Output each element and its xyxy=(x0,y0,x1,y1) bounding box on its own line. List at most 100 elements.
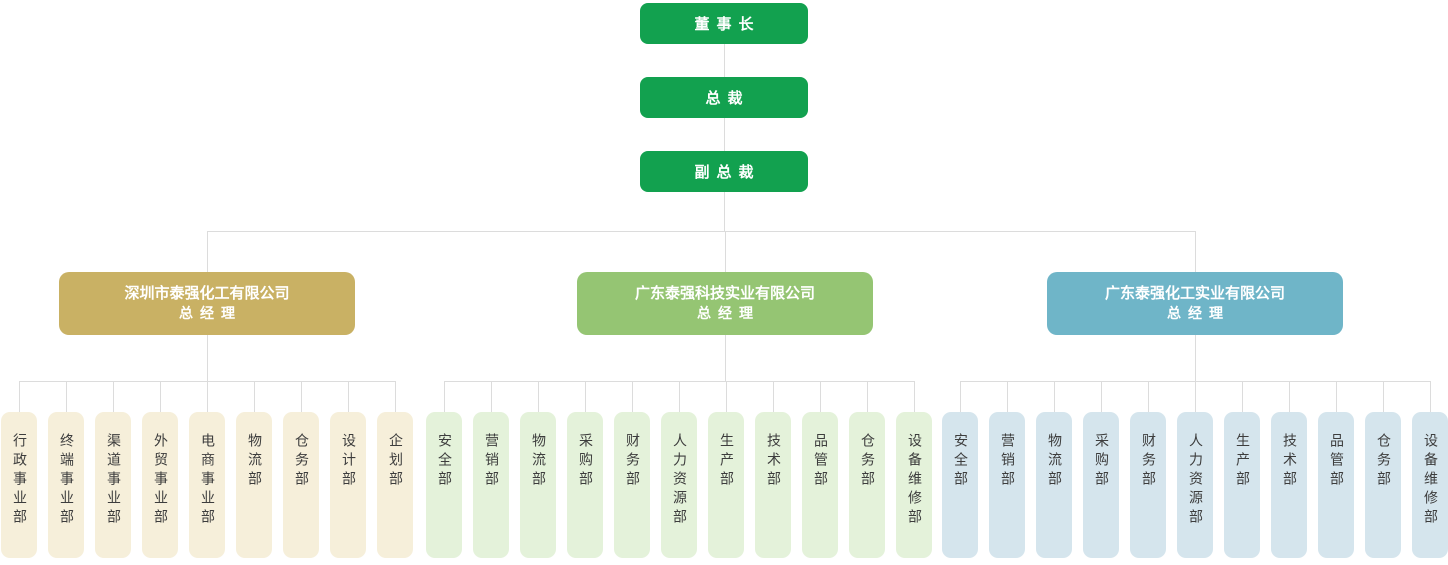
connector-line xyxy=(1007,381,1008,412)
connector-line xyxy=(724,192,725,231)
connector-line xyxy=(207,335,208,381)
department-label: 品管部 xyxy=(812,433,828,490)
department-node: 仓务部 xyxy=(283,412,319,558)
department-node: 终端事业部 xyxy=(48,412,84,558)
executive-label: 副总裁 xyxy=(694,163,761,181)
executive-node-1: 总裁 xyxy=(640,77,808,118)
department-label: 采购部 xyxy=(1093,433,1109,490)
department-label: 财务部 xyxy=(624,433,640,490)
department-label: 物流部 xyxy=(530,433,546,490)
department-node: 技术部 xyxy=(755,412,791,558)
connector-line xyxy=(1383,381,1384,412)
department-node: 生产部 xyxy=(1224,412,1260,558)
connector-line xyxy=(538,381,539,412)
connector-line xyxy=(113,381,114,412)
connector-line xyxy=(1336,381,1337,412)
department-node: 财务部 xyxy=(1130,412,1166,558)
connector-line xyxy=(207,381,208,412)
connector-line xyxy=(444,381,445,412)
department-node: 物流部 xyxy=(520,412,556,558)
company-node-2: 广东泰强化工实业有限公司总经理 xyxy=(1047,272,1343,335)
department-node: 安全部 xyxy=(942,412,978,558)
executive-node-0: 董事长 xyxy=(640,3,808,44)
department-label: 技术部 xyxy=(765,433,781,490)
connector-line xyxy=(960,381,961,412)
department-node: 品管部 xyxy=(802,412,838,558)
department-node: 物流部 xyxy=(236,412,272,558)
department-node: 设备维修部 xyxy=(1412,412,1448,558)
connector-line xyxy=(254,381,255,412)
department-label: 生产部 xyxy=(1234,433,1250,490)
department-node: 人力资源部 xyxy=(661,412,697,558)
department-node: 设备维修部 xyxy=(896,412,932,558)
connector-line xyxy=(867,381,868,412)
department-node: 安全部 xyxy=(426,412,462,558)
department-label: 生产部 xyxy=(718,433,734,490)
connector-line xyxy=(491,381,492,412)
department-label: 技术部 xyxy=(1281,433,1297,490)
department-label: 电商事业部 xyxy=(199,433,215,528)
company-node-0: 深圳市泰强化工有限公司总经理 xyxy=(59,272,355,335)
department-node: 营销部 xyxy=(473,412,509,558)
department-label: 外贸事业部 xyxy=(152,433,168,528)
connector-line xyxy=(1195,231,1196,272)
connector-line xyxy=(724,44,725,77)
department-node: 行政事业部 xyxy=(1,412,37,558)
department-node: 仓务部 xyxy=(1365,412,1401,558)
company-role: 总经理 xyxy=(179,305,242,322)
department-node: 采购部 xyxy=(567,412,603,558)
connector-line xyxy=(1195,335,1196,381)
department-node: 品管部 xyxy=(1318,412,1354,558)
connector-line xyxy=(585,381,586,412)
connector-line xyxy=(726,381,727,412)
department-label: 物流部 xyxy=(246,433,262,490)
department-label: 品管部 xyxy=(1328,433,1344,490)
department-node: 生产部 xyxy=(708,412,744,558)
connector-line xyxy=(301,381,302,412)
department-label: 企划部 xyxy=(387,433,403,490)
department-label: 仓务部 xyxy=(1375,433,1391,490)
department-node: 电商事业部 xyxy=(189,412,225,558)
company-name: 深圳市泰强化工有限公司 xyxy=(124,283,290,302)
executive-label: 董事长 xyxy=(694,15,761,33)
department-node: 财务部 xyxy=(614,412,650,558)
executive-node-2: 副总裁 xyxy=(640,151,808,192)
department-label: 采购部 xyxy=(577,433,593,490)
company-role: 总经理 xyxy=(697,305,760,322)
department-label: 安全部 xyxy=(952,433,968,490)
department-label: 营销部 xyxy=(999,433,1015,490)
department-label: 行政事业部 xyxy=(11,433,27,528)
connector-line xyxy=(395,381,396,412)
department-label: 仓务部 xyxy=(859,433,875,490)
connector-line xyxy=(19,381,20,412)
company-node-1: 广东泰强科技实业有限公司总经理 xyxy=(577,272,873,335)
department-node: 企划部 xyxy=(377,412,413,558)
connector-line xyxy=(725,335,726,381)
connector-line xyxy=(348,381,349,412)
connector-line xyxy=(679,381,680,412)
department-node: 物流部 xyxy=(1036,412,1072,558)
department-node: 外贸事业部 xyxy=(142,412,178,558)
connector-line xyxy=(1148,381,1149,412)
connector-line xyxy=(207,231,1196,232)
connector-line xyxy=(66,381,67,412)
department-label: 仓务部 xyxy=(293,433,309,490)
department-label: 人力资源部 xyxy=(1187,433,1203,528)
connector-line xyxy=(160,381,161,412)
department-node: 渠道事业部 xyxy=(95,412,131,558)
connector-line xyxy=(1242,381,1243,412)
department-node: 仓务部 xyxy=(849,412,885,558)
department-node: 技术部 xyxy=(1271,412,1307,558)
connector-line xyxy=(773,381,774,412)
connector-line xyxy=(724,118,725,151)
department-label: 设备维修部 xyxy=(1422,433,1438,528)
department-node: 采购部 xyxy=(1083,412,1119,558)
department-label: 安全部 xyxy=(436,433,452,490)
company-role: 总经理 xyxy=(1167,305,1230,322)
department-label: 人力资源部 xyxy=(671,433,687,528)
department-node: 人力资源部 xyxy=(1177,412,1213,558)
department-label: 财务部 xyxy=(1140,433,1156,490)
connector-line xyxy=(1101,381,1102,412)
connector-line xyxy=(1054,381,1055,412)
